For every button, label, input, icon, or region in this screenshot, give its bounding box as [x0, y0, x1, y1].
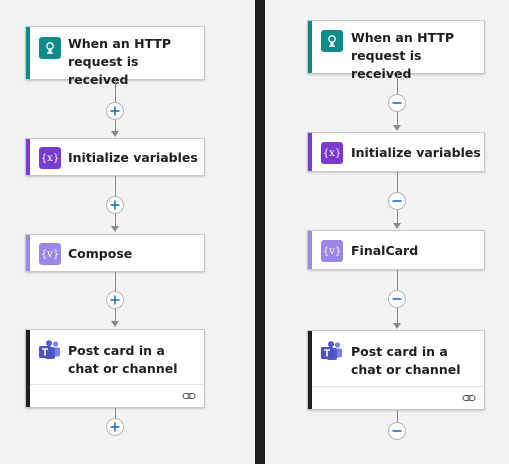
- minus-icon: [392, 298, 402, 300]
- add-step-button[interactable]: [106, 102, 124, 120]
- step-label: Post card in a chat or channel: [351, 344, 461, 377]
- post-card-teams-card[interactable]: Post card in a chat or channel: [25, 329, 205, 408]
- connector-line: [115, 272, 116, 291]
- http-request-icon: [39, 37, 61, 59]
- card-accent: [26, 139, 30, 175]
- arrow-down-icon: [111, 131, 119, 137]
- plus-icon: [110, 295, 120, 305]
- card-accent: [26, 330, 30, 407]
- compose-icon: {v}: [321, 240, 343, 262]
- connector-line: [115, 120, 116, 132]
- link-icon[interactable]: [182, 389, 196, 403]
- step-label: FinalCard: [351, 243, 419, 258]
- card-accent: [308, 331, 312, 409]
- connector-line: [397, 210, 398, 224]
- variable-icon: {x}: [39, 147, 61, 169]
- card-footer: [312, 386, 484, 409]
- arrow-down-icon: [111, 226, 119, 232]
- left-flow-pane: When an HTTP request is received {x} Ini…: [25, 26, 205, 436]
- plus-icon: [110, 200, 120, 210]
- add-step-button[interactable]: [388, 192, 406, 210]
- initialize-variables-card[interactable]: {x} Initialize variables: [307, 132, 485, 172]
- minus-icon: [392, 102, 402, 104]
- minus-icon: [392, 430, 402, 432]
- add-step-button[interactable]: [388, 94, 406, 112]
- plus-icon: [110, 106, 120, 116]
- card-footer: [30, 384, 204, 407]
- connector-line: [397, 112, 398, 126]
- connector-line: [115, 214, 116, 227]
- add-step-button[interactable]: [388, 290, 406, 308]
- connector-line: [115, 176, 116, 196]
- arrow-down-icon: [111, 321, 119, 327]
- step-label: Compose: [68, 246, 133, 261]
- http-request-icon: [321, 30, 343, 52]
- connector-line: [397, 74, 398, 94]
- link-icon[interactable]: [462, 391, 476, 405]
- http-trigger-card[interactable]: When an HTTP request is received: [307, 20, 485, 81]
- teams-icon: [320, 340, 344, 364]
- add-step-button[interactable]: [106, 196, 124, 214]
- initialize-variables-card[interactable]: {x} Initialize variables: [25, 138, 205, 176]
- add-step-button[interactable]: [106, 418, 124, 436]
- arrow-down-icon: [393, 125, 401, 131]
- connector-line: [397, 410, 398, 422]
- card-accent: [26, 27, 30, 79]
- minus-icon: [392, 200, 402, 202]
- card-accent: [308, 231, 312, 269]
- add-step-button[interactable]: [388, 422, 406, 440]
- card-accent: [308, 21, 312, 73]
- variable-icon: {x}: [321, 142, 343, 164]
- step-label: Initialize variables: [68, 150, 198, 165]
- card-accent: [308, 133, 312, 171]
- connector-line: [397, 270, 398, 290]
- step-label: When an HTTP request is received: [68, 36, 172, 87]
- connector-line: [397, 308, 398, 324]
- compose-icon: {v}: [39, 243, 61, 265]
- finalcard-compose-card[interactable]: {v} FinalCard: [307, 230, 485, 270]
- connector-line: [115, 309, 116, 322]
- add-step-button[interactable]: [106, 291, 124, 309]
- step-label: Post card in a chat or channel: [68, 343, 178, 376]
- step-label: Initialize variables: [351, 145, 481, 160]
- arrow-down-icon: [393, 223, 401, 229]
- step-label: When an HTTP request is received: [351, 30, 455, 81]
- post-card-teams-card[interactable]: Post card in a chat or channel: [307, 330, 485, 410]
- card-accent: [26, 235, 30, 271]
- connector-line: [115, 408, 116, 418]
- connector-line: [397, 172, 398, 192]
- compose-card[interactable]: {v} Compose: [25, 234, 205, 272]
- http-trigger-card[interactable]: When an HTTP request is received: [25, 26, 205, 87]
- pane-divider: [255, 0, 265, 464]
- right-flow-pane: When an HTTP request is received {x} Ini…: [265, 0, 509, 464]
- connector-line: [115, 80, 116, 102]
- plus-icon: [110, 422, 120, 432]
- teams-icon: [38, 339, 62, 363]
- arrow-down-icon: [393, 323, 401, 329]
